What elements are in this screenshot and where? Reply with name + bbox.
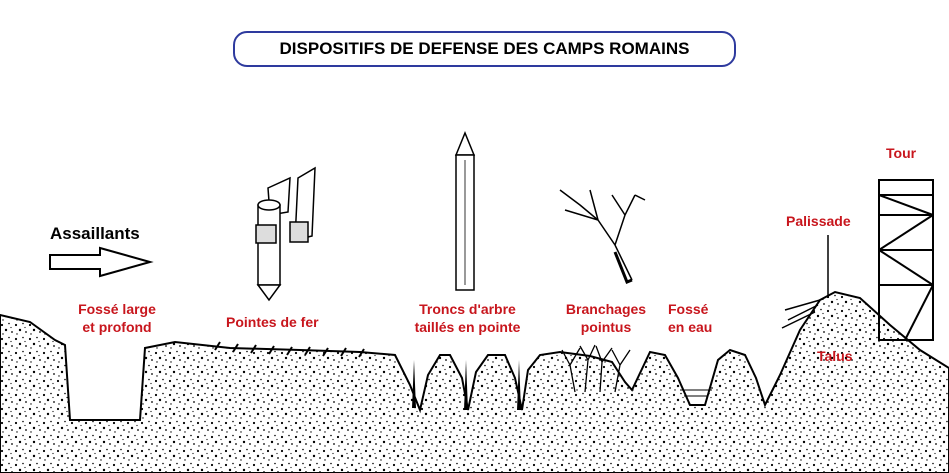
fosse-eau-line1: Fossé (668, 301, 709, 317)
fosse-eau-label: Fossé en eau (668, 300, 712, 336)
iron-point-drawing (255, 166, 316, 302)
branchages-line2: pointus (580, 319, 632, 335)
iron-spikes (214, 341, 365, 358)
fosse-large-line1: Fossé large (78, 301, 156, 317)
branch-drawing (559, 189, 646, 284)
palisade-drawing (781, 235, 829, 329)
branchages-line1: Branchages (565, 301, 647, 317)
assailants-label: Assaillants (50, 224, 140, 243)
ground-branches (561, 344, 631, 393)
fosse-large-line2: et profond (82, 319, 152, 335)
tour-label: Tour (886, 145, 917, 161)
tower-drawing (878, 179, 934, 341)
water-ditch (680, 389, 712, 397)
branchages-label: Branchages pointus (552, 300, 660, 336)
pointes-fer-label: Pointes de fer (226, 314, 319, 330)
page-title: DISPOSITIFS DE DEFENSE DES CAMPS ROMAINS (233, 31, 736, 67)
troncs-line1: Troncs d'arbre (419, 301, 516, 317)
pointed-stakes (412, 360, 521, 410)
troncs-line2: taillés en pointe (414, 319, 521, 335)
assailants-arrow (49, 246, 154, 278)
trunk-drawing (454, 131, 476, 291)
troncs-label: Troncs d'arbre taillés en pointe (405, 300, 530, 336)
fosse-eau-line2: en eau (668, 319, 713, 335)
fosse-large-label: Fossé large et profond (57, 300, 177, 336)
palissade-label: Palissade (786, 213, 851, 229)
talus-label: Talus (817, 348, 853, 364)
